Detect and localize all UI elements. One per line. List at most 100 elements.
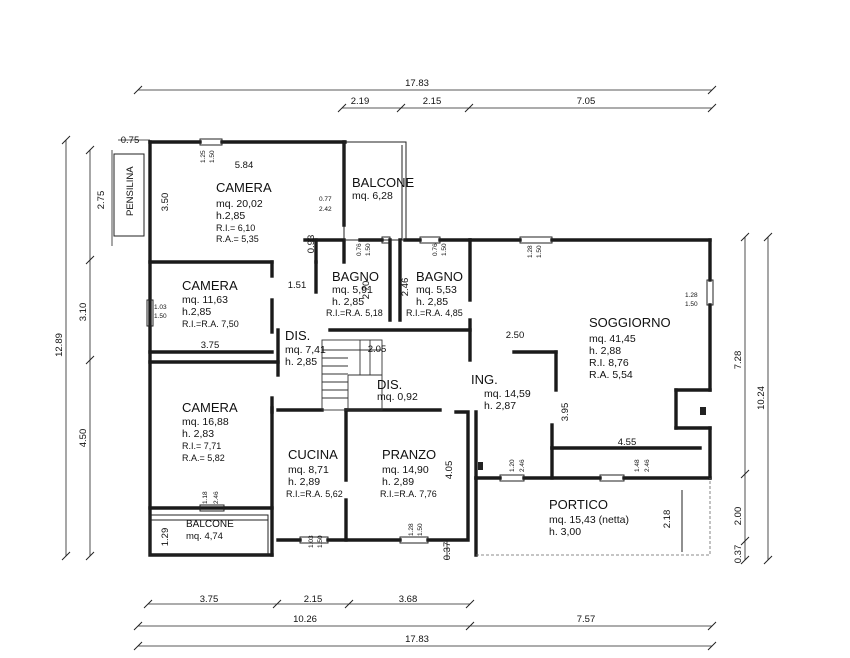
dim-270: 2.70 — [361, 281, 372, 300]
window-3-bottom: 1.50 — [365, 243, 372, 256]
window-10-bottom: 1.50 — [317, 535, 324, 548]
window-6-bottom: 1.50 — [685, 301, 698, 308]
dim-075: 0.75 — [121, 135, 140, 146]
pranzo-rira: R.I.=R.A. 7,76 — [380, 489, 437, 499]
bagno2-name: BAGNO — [416, 269, 463, 284]
camera1-ra: R.A.= 5,35 — [216, 234, 259, 244]
dim-350: 3.50 — [160, 193, 171, 212]
dim-375-inner: 3.75 — [201, 340, 220, 351]
staircase — [321, 339, 383, 411]
balcone2-name: BALCONE — [186, 519, 234, 530]
window-2-top: 0.77 — [319, 196, 332, 203]
soggiorno-area: mq. 41,45 — [589, 333, 636, 345]
dim-right-c: 2.00 — [733, 507, 744, 526]
cucina-area: mq. 8,71 — [288, 464, 329, 476]
camera2-rira: R.I.=R.A. 7,50 — [182, 319, 239, 329]
dim-205: 2.05 — [368, 344, 387, 355]
fixtures — [478, 407, 706, 470]
soggiorno-height: h. 2,88 — [589, 345, 621, 357]
dim-top-a: 2.19 — [351, 96, 370, 107]
cucina-height: h. 2,89 — [288, 476, 320, 488]
dim-bottom-left-037: 0.37 — [442, 542, 453, 561]
window-labels: 1.25 1.50 0.77 2.42 0.76 1.50 0.76 1.50 … — [154, 150, 698, 548]
dis2-area: mq. 0,92 — [377, 391, 418, 403]
dis1-area: mq. 7,41 — [285, 344, 326, 356]
dim-right-a: 7.28 — [733, 351, 744, 370]
dimension-lines — [61, 85, 773, 651]
camera3-area: mq. 16,88 — [182, 416, 229, 428]
pensilina-name: PENSILINA — [125, 166, 136, 216]
dis1-name: DIS. — [285, 328, 310, 343]
balcone1-area: mq. 6,28 — [352, 190, 393, 202]
camera2-area: mq. 11,63 — [182, 294, 228, 306]
window-5-top: 1.28 — [527, 245, 534, 258]
dim-151: 1.51 — [288, 280, 307, 291]
camera1-ri: R.I.= 6,10 — [216, 223, 255, 233]
dim-bottom-b: 2.15 — [304, 594, 323, 605]
bagno1-height: h. 2,85 — [332, 296, 364, 308]
column-icon — [478, 462, 483, 470]
window-1-bottom: 1.50 — [209, 150, 216, 163]
camera2-name: CAMERA — [182, 278, 238, 293]
window-4-top: 0.76 — [432, 243, 439, 256]
window-9-top: 1.29 — [160, 528, 171, 547]
camera3-height: h. 2,83 — [182, 428, 214, 440]
bagno1-name: BAGNO — [332, 269, 379, 284]
dim-top-c: 7.05 — [577, 96, 596, 107]
window-1-top: 1.25 — [200, 150, 207, 163]
dim-250: 2.50 — [506, 330, 525, 341]
camera3-ri: R.I.= 7,71 — [182, 441, 221, 451]
window-7-bottom: 1.50 — [154, 313, 167, 320]
dim-584: 5.84 — [235, 160, 254, 171]
bagno2-height: h. 2,85 — [416, 296, 448, 308]
window-11-top: 1.28 — [408, 523, 415, 536]
camera3-ra: R.A.= 5,82 — [182, 453, 225, 463]
soggiorno-ra: R.A. 5,54 — [589, 369, 633, 381]
portico-height: h. 3,00 — [549, 526, 581, 538]
window-8-bottom: 2.46 — [213, 491, 220, 504]
soggiorno-name: SOGGIORNO — [589, 315, 671, 330]
camera1-name: CAMERA — [216, 180, 272, 195]
camera1-area: mq. 20,02 — [216, 198, 263, 210]
dim-top-b: 2.15 — [423, 96, 442, 107]
bagno2-rira: R.I.=R.A. 4,85 — [406, 308, 463, 318]
balcone1-name: BALCONE — [352, 175, 414, 190]
ing-height: h. 2,87 — [484, 400, 516, 412]
dim-405: 4.05 — [444, 461, 455, 480]
bagno2-area: mq. 5,53 — [416, 284, 457, 296]
portico-name: PORTICO — [549, 497, 608, 512]
dim-395: 3.95 — [560, 403, 571, 422]
pranzo-name: PRANZO — [382, 447, 436, 462]
bagno1-rira: R.I.=R.A. 5,18 — [326, 308, 383, 318]
windows — [146, 138, 714, 544]
dis1-height: h. 2,85 — [285, 356, 317, 368]
dim-246: 2.46 — [400, 278, 411, 297]
dim-bottom-c: 3.68 — [399, 594, 418, 605]
pranzo-area: mq. 14,90 — [382, 464, 429, 476]
balconies — [113, 141, 711, 556]
dim-455: 4.55 — [618, 437, 637, 448]
window-13-bottom: 2.46 — [644, 459, 651, 472]
room-labels: CAMERA mq. 20,02 h.2,85 R.I.= 6,10 R.A.=… — [125, 166, 671, 542]
bagno1-area: mq. 5,91 — [332, 284, 373, 296]
window-12-top: 1.20 — [509, 459, 516, 472]
dimension-texts: 17.83 2.19 2.15 7.05 3.75 2.15 3.68 10.2… — [54, 78, 767, 645]
window-11-bottom: 1.50 — [417, 523, 424, 536]
pranzo-height: h. 2,89 — [382, 476, 414, 488]
window-2-bottom: 2.42 — [319, 206, 332, 213]
window-3-top: 0.76 — [356, 243, 363, 256]
ing-name: ING. — [471, 372, 498, 387]
window-5-bottom: 1.50 — [536, 245, 543, 258]
cucina-name: CUCINA — [288, 447, 338, 462]
dim-218: 2.18 — [662, 510, 673, 529]
fireplace-icon — [700, 407, 706, 415]
camera1-height: h.2,85 — [216, 210, 245, 222]
window-4-bottom: 1.50 — [441, 243, 448, 256]
camera2-height: h.2,85 — [182, 306, 211, 318]
window-6-top: 1.28 — [685, 292, 698, 299]
window-7-top: 1.03 — [154, 304, 167, 311]
cucina-rira: R.I.=R.A. 5,62 — [286, 489, 343, 499]
window-13-top: 1.48 — [634, 459, 641, 472]
dim-093: 0.93 — [306, 235, 317, 254]
